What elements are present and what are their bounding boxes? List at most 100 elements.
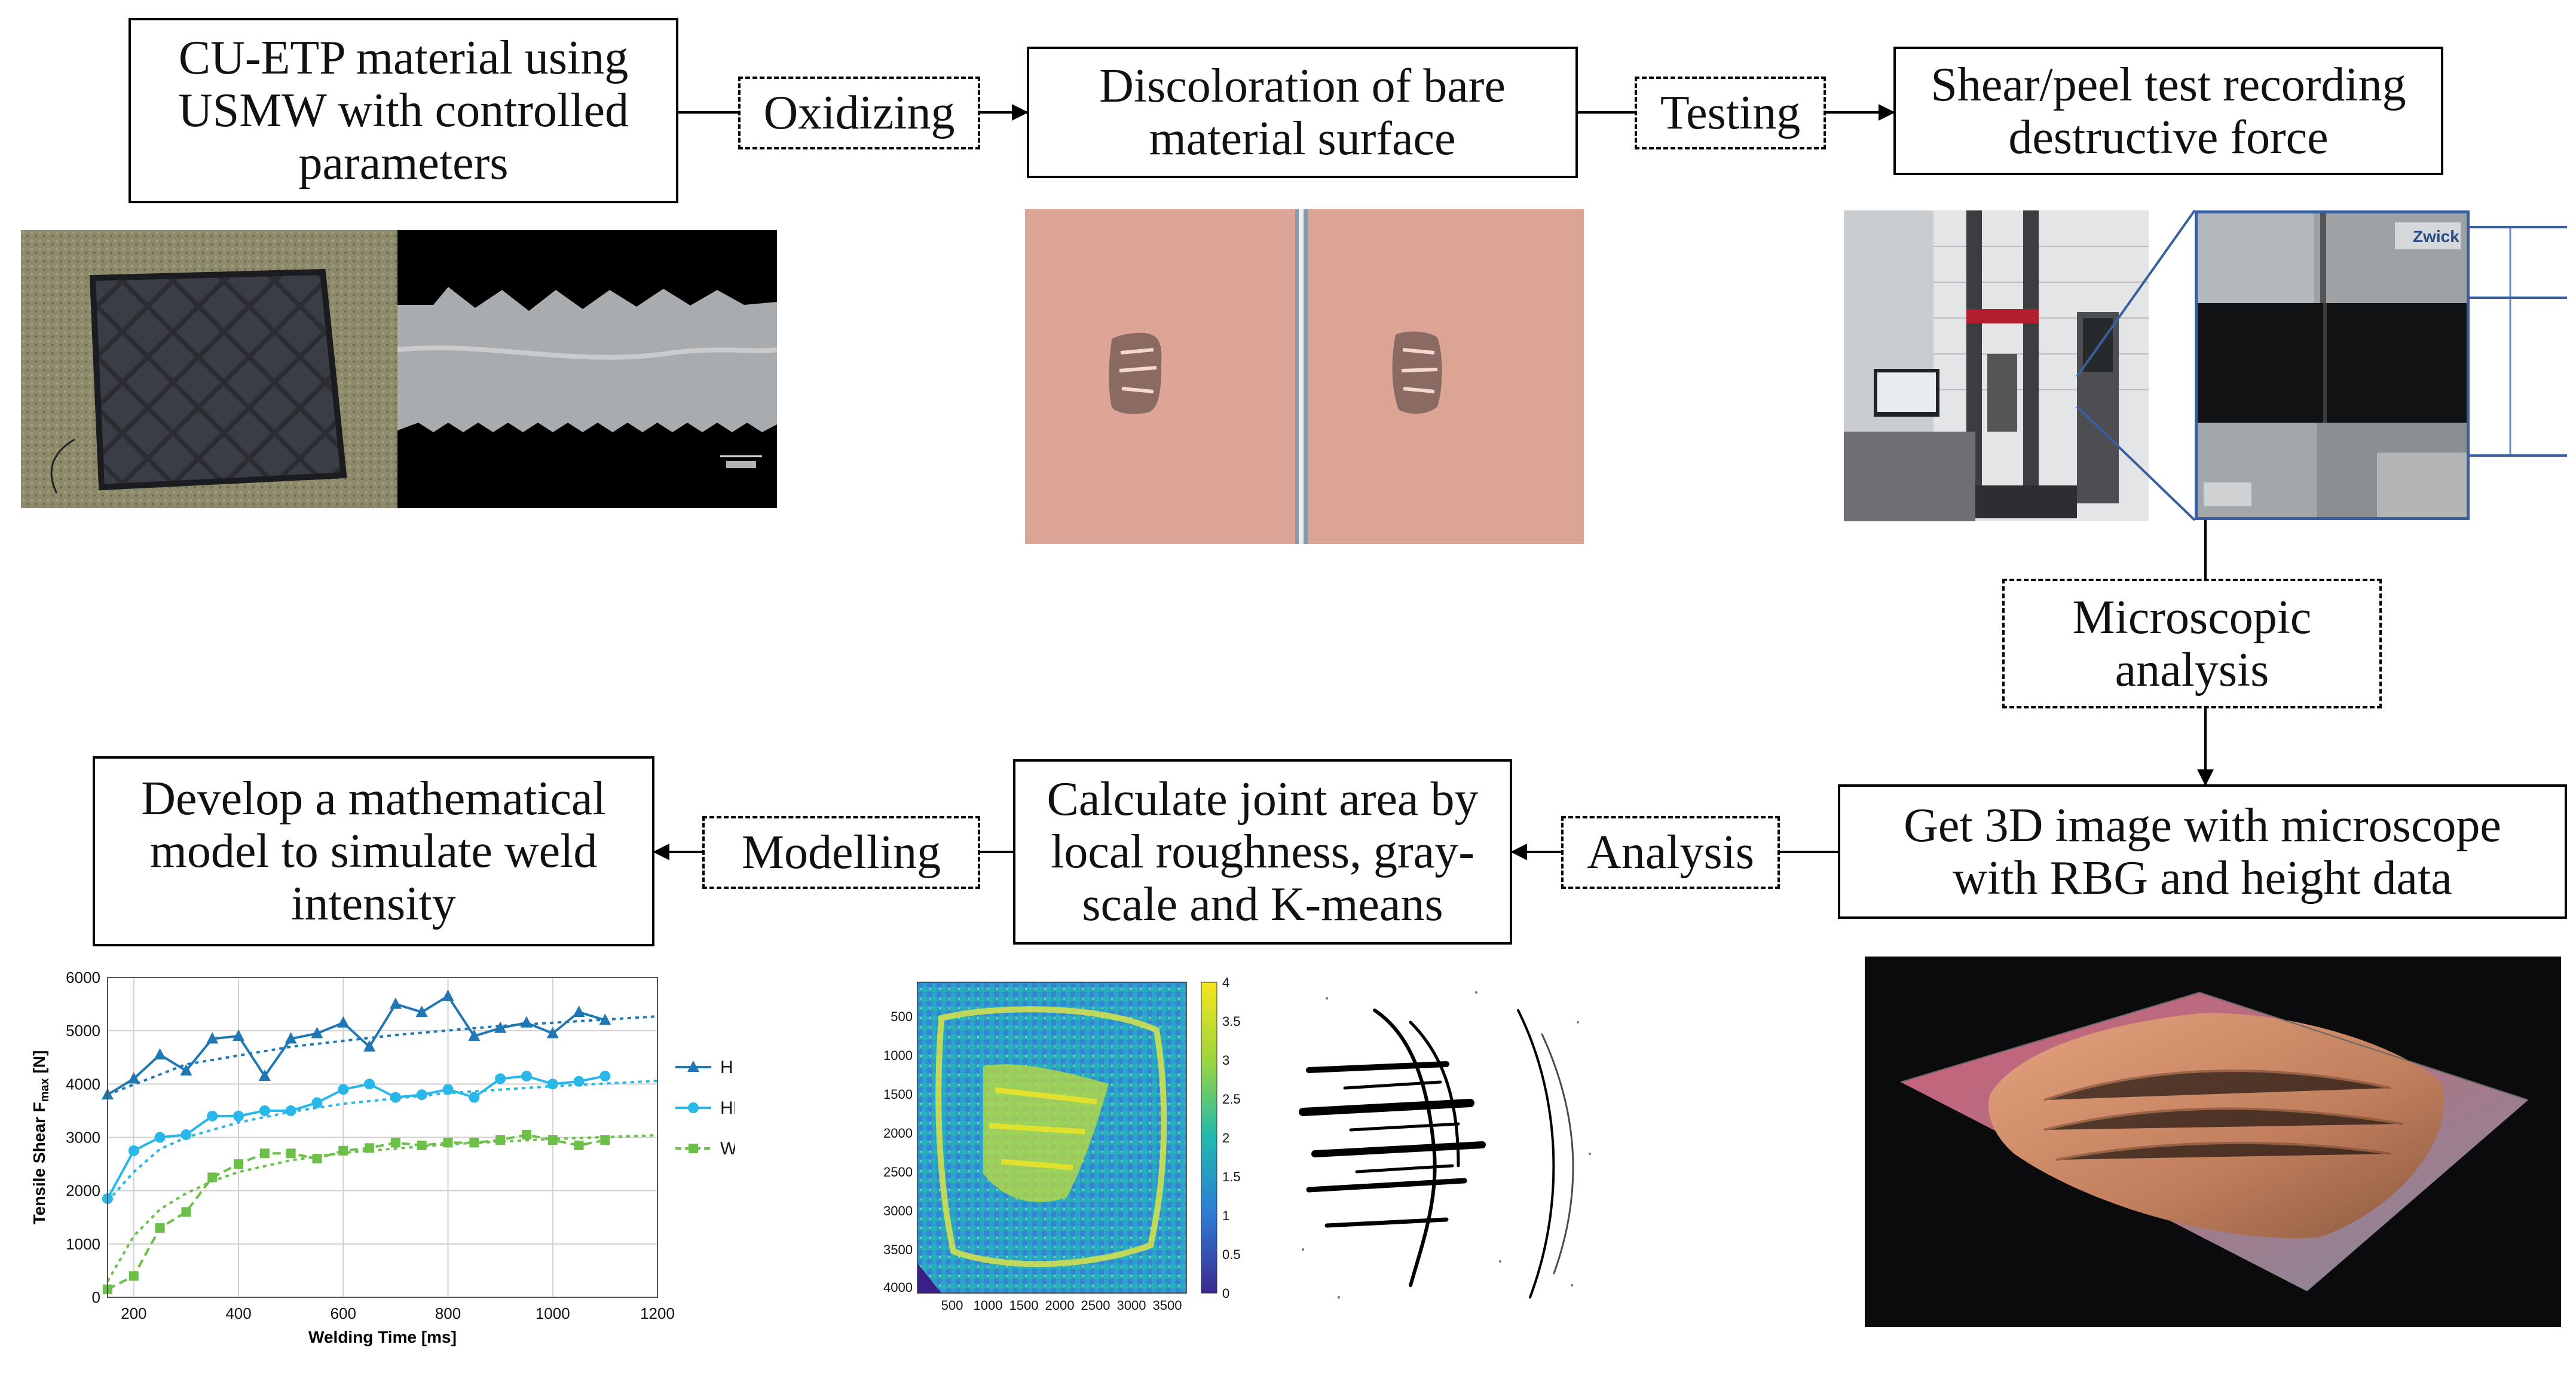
- kmeans-binary-illustration: [1299, 991, 1591, 1298]
- grips-zoom-illustration: Zwick: [2198, 213, 2467, 517]
- cross-section-illustration: [397, 287, 777, 468]
- chart-point-w: [469, 1138, 479, 1148]
- chart-point-h: [154, 1048, 166, 1060]
- chart-point-hh: [311, 1097, 323, 1108]
- chart-y-axis-label: Tensile Shear Fmax [N]: [30, 1050, 51, 1225]
- weld-sample-illustration: [21, 230, 397, 508]
- test-machine-illustration: [1844, 210, 2149, 521]
- chart-point-h: [520, 1016, 533, 1028]
- kmeans-binary-image: [1291, 974, 1611, 1318]
- chart-point-h: [546, 1026, 559, 1038]
- joint-area-box: Calculate joint area by local roughness,…: [1013, 759, 1512, 945]
- test-machine-photo: [1844, 210, 2149, 521]
- chart-markers: [102, 989, 611, 1294]
- heatmap-y-ticks: 500 1000 1500 2000 2500 3000 3500 4000: [883, 1009, 913, 1295]
- colorbar-tick: 0.5: [1222, 1247, 1241, 1262]
- chart-x-tick-label: 800: [435, 1304, 461, 1322]
- material-box-text: CU-ETP material using USMW with controll…: [178, 32, 629, 190]
- chart-point-w: [234, 1159, 244, 1169]
- chart-point-w: [574, 1140, 584, 1150]
- chart-y-tick-label: 4000: [66, 1075, 100, 1093]
- chart-point-w: [286, 1148, 296, 1159]
- chart-x-tick-label: 200: [121, 1304, 146, 1322]
- chart-point-w: [259, 1148, 270, 1159]
- chart-point-h: [284, 1032, 297, 1044]
- chart-point-w: [417, 1140, 427, 1150]
- chart-point-hh: [442, 1084, 454, 1095]
- chart-point-hh: [573, 1075, 585, 1087]
- chart-point-hh: [180, 1129, 192, 1141]
- testing-step-text: Testing: [1660, 87, 1801, 139]
- chart-y-tick-label: 0: [92, 1288, 100, 1306]
- legend-marker-hh: [688, 1102, 699, 1113]
- discoloration-box-text: Discoloration of bare material surface: [1099, 60, 1506, 165]
- heatmap-svg: 500 1000 1500 2000 2500 3000 3500 4000 5…: [883, 975, 1241, 1313]
- heatmap-x-tick: 3000: [1117, 1298, 1146, 1313]
- chart-point-hh: [521, 1070, 532, 1081]
- chart-y-axis-label-unit: [N]: [30, 1050, 48, 1078]
- chart-point-h: [442, 989, 454, 1001]
- chart-point-hh: [233, 1110, 244, 1122]
- chart-point-h: [206, 1032, 219, 1044]
- colorbar-tick: 4: [1222, 975, 1229, 990]
- shear-test-box: Shear/peel test recording destructive fo…: [1893, 47, 2443, 175]
- chart-point-hh: [495, 1073, 506, 1084]
- chart-fit-line-hh: [106, 1079, 658, 1202]
- chart-y-tick-label: 1000: [66, 1235, 100, 1253]
- chart-point-h: [389, 997, 402, 1009]
- chart-y-axis-label-main: Tensile Shear F: [30, 1102, 48, 1224]
- chart-point-hh: [207, 1110, 218, 1122]
- legend-label-w: W: [720, 1139, 735, 1159]
- legend-marker-h: [687, 1061, 699, 1072]
- joint-area-box-text: Calculate joint area by local roughness,…: [1047, 773, 1479, 931]
- chart-point-hh: [285, 1105, 296, 1116]
- shear-test-box-text: Shear/peel test recording destructive fo…: [1931, 58, 2406, 164]
- heatmap-y-tick: 1000: [883, 1048, 913, 1063]
- analysis-step-text: Analysis: [1587, 826, 1754, 879]
- heatmap-y-tick: 1500: [883, 1087, 913, 1102]
- chart-point-h: [232, 1029, 245, 1041]
- chart-y-axis-label-sub: max: [38, 1078, 51, 1102]
- discoloration-photo: [1025, 209, 1584, 544]
- model-box-text: Develop a mathematical model to simulate…: [141, 772, 606, 930]
- chart-point-w: [495, 1135, 506, 1145]
- chart-grid: [107, 977, 658, 1298]
- heatmap-x-tick: 500: [941, 1298, 963, 1313]
- chart-point-h: [494, 1021, 507, 1033]
- modelling-step-text: Modelling: [741, 826, 941, 879]
- chart-point-hh: [364, 1078, 375, 1090]
- heatmap-x-tick: 1000: [974, 1298, 1003, 1313]
- legend-marker-w: [689, 1144, 698, 1153]
- colorbar-tick: 3: [1222, 1053, 1229, 1068]
- chart-point-h: [311, 1026, 323, 1038]
- legend-label-hh: HH: [720, 1098, 735, 1118]
- chart-point-hh: [338, 1084, 349, 1095]
- chart-point-w: [129, 1271, 139, 1281]
- chart-point-h: [599, 1013, 611, 1025]
- chart-point-hh: [599, 1070, 611, 1081]
- grips-zoom-photo: Zwick: [2195, 210, 2470, 520]
- roughness-heatmap: 500 1000 1500 2000 2500 3000 3500 4000 5…: [870, 971, 1312, 1327]
- chart-y-tick-label: 3000: [66, 1129, 100, 1147]
- oxidizing-step: Oxidizing: [738, 77, 980, 149]
- discoloration-illustration: [1025, 209, 1584, 544]
- chart-x-tick-label: 1200: [640, 1304, 675, 1322]
- microscope-3d-photo: [1865, 957, 2561, 1327]
- chart-point-h: [258, 1069, 271, 1081]
- heatmap-y-tick: 3000: [883, 1203, 913, 1218]
- image-3d-box: Get 3D image with microscope with RBG an…: [1838, 784, 2567, 919]
- chart-y-tick-label: 2000: [66, 1182, 100, 1200]
- colorbar-tick: 1: [1222, 1208, 1229, 1223]
- legend-label-h: H: [720, 1058, 733, 1077]
- colorbar-ticks: 4 3.5 3 2.5 2 1.5 1 0.5 0: [1222, 975, 1241, 1301]
- chart-point-hh: [547, 1078, 558, 1090]
- chart-point-h: [363, 1040, 376, 1052]
- discoloration-box: Discoloration of bare material surface: [1027, 47, 1578, 178]
- heatmap-colorbar: [1201, 982, 1217, 1294]
- colorbar-tick: 2: [1222, 1130, 1229, 1145]
- chart-point-w: [207, 1172, 218, 1182]
- chart-legend: HHHW: [675, 1058, 746, 1159]
- chart-point-h: [468, 1029, 481, 1041]
